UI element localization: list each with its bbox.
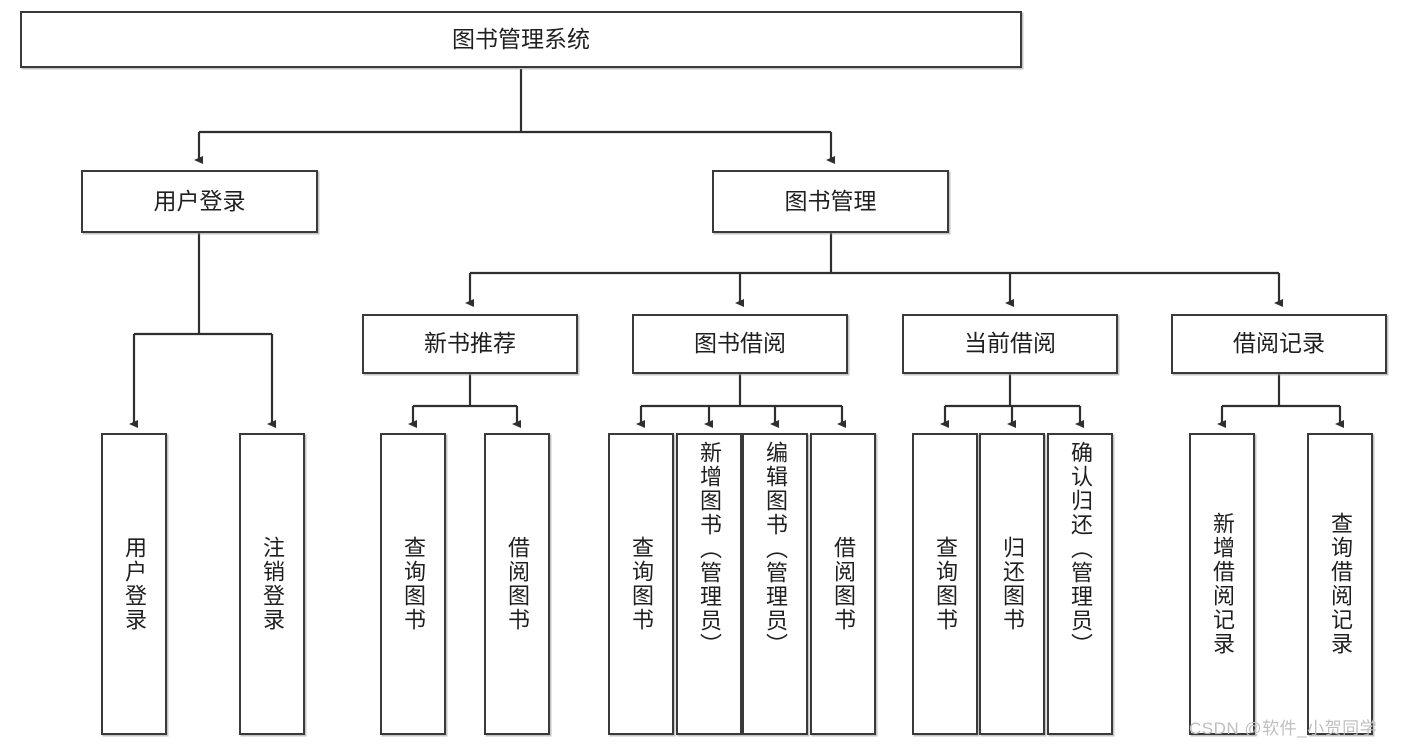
- node-label: 查询借阅记录: [1328, 512, 1353, 656]
- node-label: 查询图书: [401, 536, 426, 632]
- node-label: 借阅图书: [831, 536, 856, 632]
- node-label: 图书管理: [784, 187, 877, 214]
- leaf-borrow-edit-book-admin[interactable]: 编辑图书（管理员）: [742, 433, 808, 735]
- node-user-login[interactable]: 用户登录: [81, 170, 318, 233]
- leaf-current-confirm-return-admin[interactable]: 确认归还（管理员）: [1047, 433, 1113, 735]
- leaf-borrow-borrow-book[interactable]: 借阅图书: [810, 433, 876, 735]
- node-current-borrow[interactable]: 当前借阅: [902, 314, 1118, 374]
- csdn-watermark: CSDN @软件_小贺同学: [1189, 719, 1378, 738]
- node-label: 编辑图书（管理员）: [763, 441, 788, 657]
- node-label: 当前借阅: [964, 330, 1056, 357]
- leaf-current-return-book[interactable]: 归还图书: [979, 433, 1045, 735]
- node-book-management-system[interactable]: 图书管理系统: [20, 11, 1022, 68]
- node-label: 确认归还（管理员）: [1068, 441, 1093, 657]
- node-new-book-recommend[interactable]: 新书推荐: [362, 314, 578, 374]
- node-label: 用户登录: [153, 187, 246, 214]
- node-label: 新增借阅记录: [1210, 512, 1235, 656]
- node-label: 查询图书: [629, 536, 654, 632]
- node-label: 借阅记录: [1233, 330, 1325, 357]
- node-label: 图书管理系统: [452, 25, 590, 52]
- node-label: 新增图书（管理员）: [697, 441, 722, 657]
- leaf-recommend-borrow-book[interactable]: 借阅图书: [484, 433, 550, 735]
- node-book-management[interactable]: 图书管理: [712, 170, 949, 233]
- node-label: 借阅图书: [505, 536, 530, 632]
- node-label: 图书借阅: [694, 330, 786, 357]
- node-book-borrow[interactable]: 图书借阅: [632, 314, 848, 374]
- leaf-recommend-query-book[interactable]: 查询图书: [380, 433, 446, 735]
- leaf-record-add-borrow-record[interactable]: 新增借阅记录: [1189, 433, 1255, 735]
- leaf-borrow-add-book-admin[interactable]: 新增图书（管理员）: [676, 433, 742, 735]
- node-label: 注销登录: [260, 536, 285, 632]
- leaf-current-query-book[interactable]: 查询图书: [912, 433, 978, 735]
- node-label: 用户登录: [122, 536, 147, 632]
- leaf-user-login[interactable]: 用户登录: [101, 433, 167, 735]
- leaf-record-query-borrow-record[interactable]: 查询借阅记录: [1307, 433, 1373, 735]
- node-borrow-record[interactable]: 借阅记录: [1171, 314, 1387, 374]
- node-label: 归还图书: [1000, 536, 1025, 632]
- node-label: 查询图书: [933, 536, 958, 632]
- leaf-user-logout[interactable]: 注销登录: [239, 433, 305, 735]
- node-label: 新书推荐: [424, 330, 516, 357]
- leaf-borrow-query-book[interactable]: 查询图书: [608, 433, 674, 735]
